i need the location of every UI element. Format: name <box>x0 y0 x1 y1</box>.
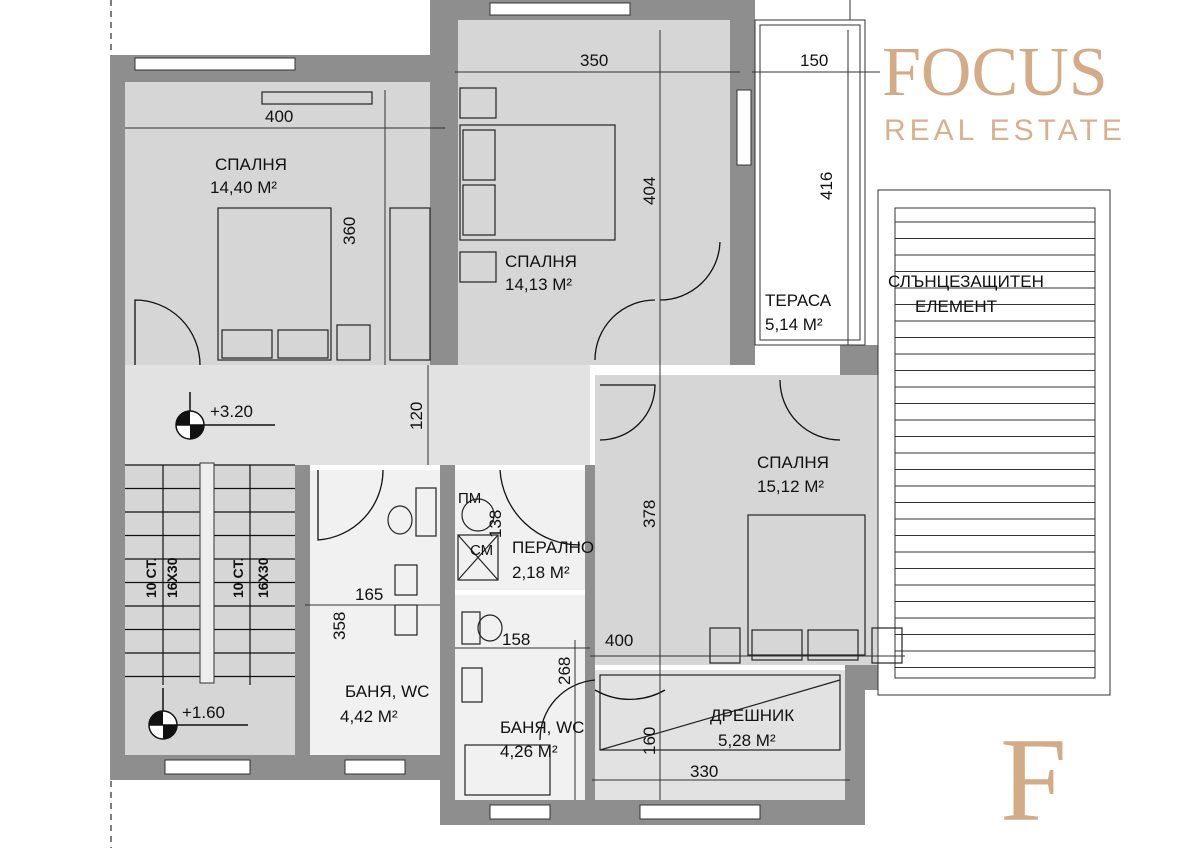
dim-laundry-depth: 138 <box>486 510 505 538</box>
bedroom1-name: СПАЛНЯ <box>215 155 287 174</box>
corridor-floor <box>125 365 590 465</box>
level-marker-upper: +3.20 <box>175 392 275 440</box>
level-lower-label: +1.60 <box>182 703 225 722</box>
bath1-floor <box>310 470 440 755</box>
bedroom2-name: СПАЛНЯ <box>505 252 577 271</box>
dim-bedroom1-width: 400 <box>265 107 293 126</box>
level-marker-lower: +1.60 <box>148 688 248 740</box>
bath2-area: 4,26 M² <box>500 742 558 761</box>
dim-bedroom3-width: 400 <box>605 631 633 650</box>
laundry-area: 2,18 M² <box>512 563 570 582</box>
bedroom3-name: СПАЛНЯ <box>757 453 829 472</box>
dim-bedroom2-width: 350 <box>580 51 608 70</box>
bedroom2-floor <box>458 20 730 365</box>
dim-bedroom3-depth: 378 <box>640 500 659 528</box>
doors <box>134 241 841 741</box>
dimension-lines <box>125 30 905 800</box>
dim-bath1-width: 165 <box>355 585 383 604</box>
bath1-area: 4,42 M² <box>340 707 398 726</box>
stair-flight2-size: 16X30 <box>255 557 271 598</box>
laundry-name: ПЕРАЛНО <box>512 538 594 557</box>
laundry-floor <box>455 470 585 590</box>
closet-name: ДРЕШНИК <box>710 706 794 725</box>
sunshade-label-1: СЛЪНЦЕЗАЩИТЕН <box>888 272 1044 291</box>
sunshade-label-2: ЕЛЕМЕНТ <box>915 297 997 316</box>
bath2-floor <box>455 595 585 800</box>
stair-railing <box>199 462 215 684</box>
washer-label: СМ <box>470 542 493 559</box>
dim-terrace-width: 150 <box>800 51 828 70</box>
dim-bath2-depth: 268 <box>555 657 574 685</box>
watermark-logo: F <box>1000 713 1067 846</box>
bath2-name: БАНЯ, WC <box>500 718 584 737</box>
stair-flight1-size: 16X30 <box>164 557 180 598</box>
bedroom3-area: 15,12 M² <box>757 477 824 496</box>
sunshade-element <box>877 189 1111 696</box>
dim-terrace-depth: 416 <box>817 172 836 200</box>
dim-bath2-width: 158 <box>502 630 530 649</box>
closet-floor <box>595 670 845 800</box>
bedroom1-area: 14,40 M² <box>210 178 277 197</box>
bedroom1-floor <box>125 82 430 365</box>
furniture <box>217 87 903 796</box>
stair-flight1-steps: 10 CT. <box>143 558 159 598</box>
dim-bedroom2-depth: 404 <box>640 177 659 205</box>
dim-corridor-width: 120 <box>407 402 426 430</box>
closet-area: 5,28 M² <box>718 731 776 750</box>
watermark-brand: FOCUS <box>882 34 1108 111</box>
bath1-name: БАНЯ, WC <box>345 682 429 701</box>
dim-bedroom1-depth: 360 <box>340 217 359 245</box>
stair-flight2-steps: 10 CT. <box>230 558 246 598</box>
dishwasher-label: ПМ <box>458 490 481 507</box>
level-upper-label: +3.20 <box>210 402 253 421</box>
bedroom2-area: 14,13 M² <box>505 275 572 294</box>
bedroom3-floor <box>595 375 905 665</box>
watermark-sub: REAL ESTATE <box>884 114 1126 147</box>
terrace-railing <box>759 24 861 341</box>
terrace-floor <box>754 19 866 346</box>
dim-bath1-depth: 358 <box>330 612 349 640</box>
dim-closet-depth: 160 <box>640 727 659 755</box>
dim-closet-width: 330 <box>690 762 718 781</box>
terrace-name: ТЕРАСА <box>765 291 832 310</box>
terrace-area: 5,14 M² <box>765 315 823 334</box>
watermark: F FOCUS REAL ESTATE <box>882 34 1126 846</box>
